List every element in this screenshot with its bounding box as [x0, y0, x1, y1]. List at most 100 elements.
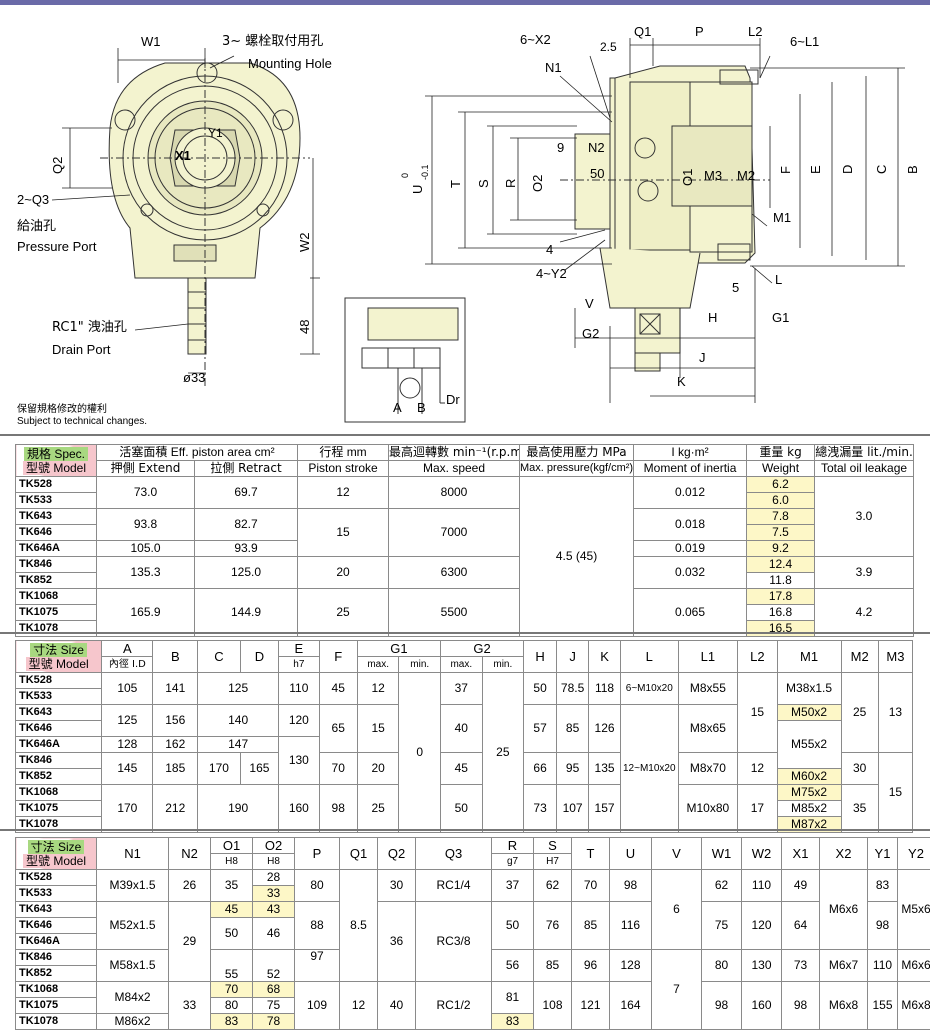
retract-cell: 144.9 — [193, 588, 299, 637]
dimension-table-n-y: 寸法 Size 型號 Model N1 N2 O1 O2 P Q1 Q2 Q3 … — [15, 837, 930, 1030]
model-cell: TK533 — [15, 885, 97, 902]
w2-cell: 110 — [741, 869, 782, 902]
model-cell: TK646A — [15, 540, 97, 557]
col-p-header: P — [294, 837, 340, 870]
dim-l2-label: L2 — [748, 24, 763, 39]
q2-cell: 40 — [377, 981, 416, 1030]
q2-cell: 30 — [377, 869, 416, 902]
weight-cell: 17.8 — [746, 588, 816, 605]
u-cell: 128 — [609, 949, 652, 982]
v-cell: 7 — [651, 949, 702, 1030]
model-cell: TK1078 — [15, 1013, 97, 1030]
col-f-header: F — [318, 640, 358, 673]
a-cell: 105 — [101, 672, 154, 705]
h-cell: 66 — [523, 752, 558, 785]
d-cell: 165 — [239, 752, 280, 785]
weight-cell: 12.4 — [746, 556, 816, 573]
model-cell: TK846 — [14, 752, 103, 769]
speed-cell: 7000 — [388, 508, 521, 557]
dim-5-label: 5 — [732, 280, 740, 295]
model-cell: TK528 — [15, 476, 97, 493]
pressure-port-en-label: Pressure Port — [17, 239, 97, 254]
section-separator-2 — [0, 632, 930, 634]
col-s-header: S — [533, 837, 572, 854]
dim-q2-label: Q2 — [50, 156, 65, 174]
q2-cell: 36 — [377, 901, 416, 982]
dim-s-label: S — [476, 179, 491, 188]
a-cell: 170 — [101, 784, 154, 833]
b-cell: 141 — [152, 672, 199, 705]
o2-cell: 52 — [252, 949, 295, 982]
model-cell: TK646 — [15, 917, 97, 934]
dim-p-label: P — [695, 24, 704, 39]
inertia-cell: 0.018 — [633, 508, 748, 541]
g2max-cell: 50 — [440, 784, 483, 833]
j-cell: 95 — [556, 752, 590, 785]
col-c-header: C — [197, 640, 241, 673]
o1-cell: 35 — [210, 869, 253, 902]
leak-header-top: 總洩漏量 lit./min. — [814, 444, 915, 461]
x1-cell: 64 — [781, 901, 820, 950]
col-k-header: K — [588, 640, 622, 673]
model-cell: TK643 — [14, 704, 103, 721]
dim-e-label: E — [808, 165, 823, 174]
mounting-hole-en-label: Mounting Hole — [248, 56, 332, 71]
col-g2-header: G2 — [439, 640, 525, 657]
dim-c-label: C — [874, 164, 889, 174]
b-cell: 185 — [152, 752, 199, 785]
col-t-header: T — [571, 837, 610, 870]
l2-cell: 12 — [737, 752, 778, 785]
g2-min-header: min. — [481, 656, 525, 673]
col-j-header: J — [556, 640, 590, 673]
dim-g1-label: G1 — [772, 310, 790, 325]
y1-cell: 83 — [867, 869, 898, 902]
y2-label: 4~Y2 — [536, 266, 567, 281]
leakage-cell: 3.0 — [814, 476, 915, 557]
o2-cell: 33 — [252, 885, 295, 902]
col-x2-header: X2 — [819, 837, 868, 870]
col-q1-header: Q1 — [339, 837, 378, 870]
pressure-port-cn-label: 給油孔 — [17, 219, 57, 234]
top-accent-bar — [0, 0, 930, 5]
r-cell: 56 — [491, 949, 534, 982]
inertia-header-top: I kg·m² — [633, 444, 748, 461]
e-cell: 120 — [278, 704, 320, 737]
pressure-header-top: 最高使用壓力 MPa — [519, 444, 635, 461]
n1-cell: M58x1.5 — [96, 949, 169, 982]
x1-cell: 98 — [781, 981, 820, 1030]
col-l1-header: L1 — [677, 640, 739, 673]
model-cell: TK1068 — [15, 588, 97, 605]
cd-cell: 190 — [197, 784, 280, 833]
p-cell: 97 — [294, 949, 340, 982]
g2-max-header: max. — [440, 656, 483, 673]
q1-cell: 12 — [339, 981, 378, 1030]
model-cell: TK1078 — [14, 816, 103, 833]
t-cell: 85 — [571, 901, 610, 950]
dim-o2-label: O2 — [530, 174, 545, 192]
p-cell: 109 — [294, 981, 340, 1030]
front-view-dimension-lines — [51, 48, 320, 374]
y1-cell: 155 — [867, 981, 898, 1030]
stroke-header-top: 行程 mm — [297, 444, 390, 461]
x2-cell: M6x6 — [819, 869, 868, 950]
g2max-cell: 37 — [440, 672, 483, 705]
col-w1-header: W1 — [701, 837, 742, 870]
e-cell: 110 — [278, 672, 320, 705]
o1-cell: 55 — [210, 949, 253, 982]
col-e-sub: h7 — [278, 656, 320, 673]
dim-b-label: B — [905, 165, 920, 174]
dim-n2-label: N2 — [588, 140, 605, 155]
f-cell: 45 — [318, 672, 358, 705]
o1-cell: 80 — [210, 997, 253, 1014]
piston-area-header: 活塞面積 Eff. piston area cm² — [95, 444, 299, 461]
s-cell: 62 — [533, 869, 572, 902]
drawing-svg — [51, 38, 905, 423]
model-cell: TK846 — [15, 949, 97, 966]
drain-port-en-label: Drain Port — [52, 342, 111, 357]
col-m3-header: M3 — [877, 640, 914, 673]
dim-m1-label: M1 — [773, 210, 792, 225]
dim-g2-label: G2 — [582, 326, 600, 341]
col-h-header: H — [523, 640, 558, 673]
dim-9-label: 9 — [557, 140, 565, 155]
b-cell: 162 — [152, 736, 199, 753]
